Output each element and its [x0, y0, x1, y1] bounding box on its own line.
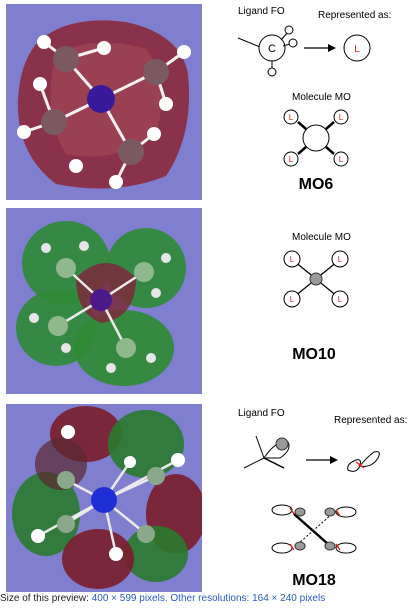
ligand-fo-label: Ligand FO: [238, 408, 285, 419]
molecule-mo-label: Molecule MO: [292, 232, 351, 243]
mo10-orbital-image: [16, 221, 186, 386]
mo18-schematic: [271, 504, 357, 554]
mo6-orbital-image: [17, 20, 191, 189]
mo18-title: MO18: [292, 572, 336, 589]
arrow-right-icon: [330, 456, 338, 464]
arrow-right-icon: [328, 44, 336, 52]
ligand-fo-diagram: C L: [237, 25, 371, 77]
svg-text:L: L: [338, 255, 343, 264]
mo6-title: MO6: [298, 176, 334, 193]
svg-text:L: L: [289, 155, 294, 164]
metal-atom: [309, 272, 323, 286]
ligand-letter: L: [354, 44, 360, 55]
molecule-mo-label: Molecule MO: [292, 92, 351, 103]
ligand-fo-diagram-2: [243, 435, 380, 472]
preview-size-prefix: Size of this preview:: [0, 593, 89, 604]
mo6-render-panel: [6, 4, 202, 200]
carbon-letter: C: [268, 43, 276, 55]
mo18-render-panel: [6, 404, 202, 592]
resolution-link[interactable]: 164 × 240 pixels: [252, 593, 326, 604]
mo10-title: MO10: [292, 346, 336, 363]
carbon-atom: [53, 46, 79, 72]
central-atom: [90, 289, 112, 311]
svg-text:L: L: [290, 295, 295, 304]
central-atom: [91, 487, 117, 513]
mo18-orbital-image: [12, 406, 202, 589]
mo18-lobe: [12, 472, 80, 556]
carbon-atom: [118, 139, 144, 165]
svg-text:L: L: [290, 255, 295, 264]
preview-size-link[interactable]: 400 × 599 pixels. Other resolutions:: [91, 593, 250, 604]
ligand-fo-label: Ligand FO: [238, 6, 285, 17]
svg-text:L: L: [289, 113, 294, 122]
carbon-atom: [143, 59, 169, 85]
represented-as-label: Represented as:: [318, 10, 392, 21]
svg-text:L: L: [339, 113, 344, 122]
svg-text:L: L: [339, 155, 344, 164]
svg-text:L: L: [338, 295, 343, 304]
represented-as-label: Represented as:: [334, 415, 408, 426]
central-atom: [87, 85, 115, 113]
mo10-schematic: L L L L: [283, 250, 349, 308]
preview-caption: Size of this preview: 400 × 599 pixels. …: [0, 593, 325, 604]
mo6-schematic: L L L L: [283, 109, 349, 167]
carbon-atom: [41, 109, 67, 135]
mo10-render-panel: [6, 208, 202, 394]
